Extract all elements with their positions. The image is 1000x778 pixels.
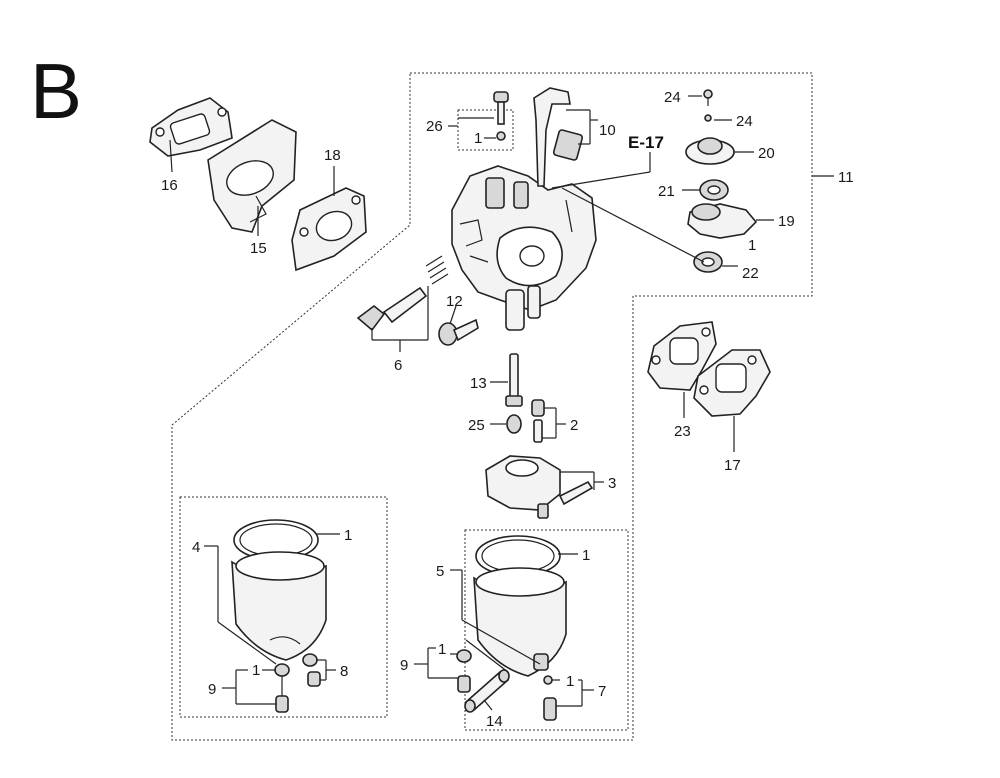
callout-18: 18 [324,147,341,164]
bowl-bolt-9-left [274,663,290,713]
callout-13: 13 [470,375,487,392]
callout-12: 12 [446,293,463,310]
jet-25 [506,414,522,434]
screw-26 [493,91,509,141]
callout-1-d: 1 [252,662,260,679]
callout-20: 20 [758,145,775,162]
drain-tube-14 [464,669,510,713]
carburetor-assembly-frame [171,72,813,741]
o-ring-22 [693,251,723,273]
callout-1-g: 1 [566,673,574,690]
float-bowl-4 [231,519,327,661]
choke-lever-10 [533,87,584,187]
callout-17: 17 [724,457,741,474]
screw-24-top [703,89,713,106]
callout-8: 8 [340,663,348,680]
drain-screw-8 [302,653,321,687]
callout-16: 16 [161,177,178,194]
callout-7: 7 [598,683,606,700]
leader-lines [169,95,834,711]
callout-1-e: 1 [582,547,590,564]
float-bowl-5 [473,535,567,677]
callout-24-small: 24 [736,113,753,130]
callout-1-b: 1 [748,237,756,254]
pilot-screw-6 [356,255,449,332]
callout-25: 25 [468,417,485,434]
screw-2 [531,399,545,443]
callout-23: 23 [674,423,691,440]
insulator-15 [207,119,297,233]
drain-screw-7 [543,675,557,721]
float-bowl-right-frame [464,529,629,731]
callout-labels: 16 15 18 26 1 10 E-17 11 24 24 20 21 19 … [161,89,854,730]
carburetor-body [451,165,597,331]
diaphragm-21 [699,179,729,201]
callout-21: 21 [658,183,675,200]
gasket-18 [291,187,367,272]
callout-14: 14 [486,713,503,730]
bowl-bolt-9-right [456,649,472,693]
callout-19: 19 [778,213,795,230]
callout-9-left: 9 [208,681,216,698]
callout-26: 26 [426,118,443,135]
callout-9-right: 9 [400,657,408,674]
callout-5: 5 [436,563,444,580]
gasket-16 [149,97,233,157]
gasket-17 [693,349,771,417]
callout-24-top: 24 [664,89,681,106]
housing-19 [687,203,758,239]
section-letter: B [30,47,82,135]
nozzle-13 [505,353,523,407]
gasket-23 [647,321,717,391]
callout-2: 2 [570,417,578,434]
callout-22: 22 [742,265,759,282]
screw-12 [438,318,479,346]
callout-15: 15 [250,240,267,257]
callout-3: 3 [608,475,616,492]
float-bowl-left-frame [179,496,388,718]
cover-20 [685,137,735,165]
screw-24-small [704,114,712,122]
callout-1-f: 1 [438,641,446,658]
callout-6: 6 [394,357,402,374]
callout-11: 11 [838,169,854,186]
reference-label: E-17 [628,133,664,152]
callout-4: 4 [192,539,200,556]
subgroup-26-frame [457,109,514,151]
callout-10: 10 [599,122,616,139]
callout-1-a: 1 [474,130,482,147]
callout-1-c: 1 [344,527,352,544]
float-3 [485,455,594,519]
